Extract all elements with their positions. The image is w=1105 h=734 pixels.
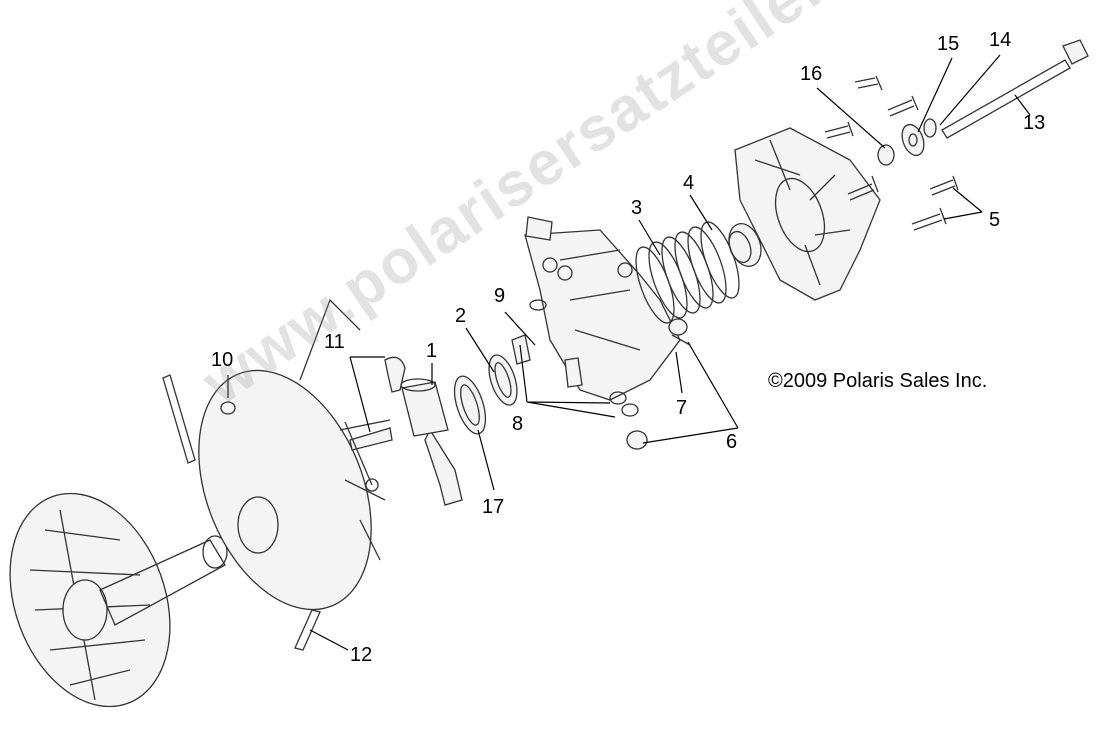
clutch-cover bbox=[734, 127, 881, 301]
copyright-notice: ©2009 Polaris Sales Inc. bbox=[768, 370, 988, 392]
center-bolt bbox=[941, 39, 1089, 139]
pin-top bbox=[162, 374, 196, 464]
leader-lines bbox=[227, 54, 1031, 651]
cover-bolts bbox=[824, 75, 959, 231]
washer-15 bbox=[901, 123, 925, 157]
callout-10: 10 bbox=[211, 349, 234, 371]
spacer-16 bbox=[877, 144, 895, 166]
ring-2 bbox=[488, 354, 518, 406]
callout-13: 13 bbox=[1023, 112, 1046, 134]
callout-6: 6 bbox=[726, 431, 738, 453]
callout-15: 15 bbox=[937, 33, 960, 55]
callout-12: 12 bbox=[350, 644, 373, 666]
callout-9: 9 bbox=[494, 285, 506, 307]
callout-8: 8 bbox=[512, 413, 524, 435]
callout-16: 16 bbox=[800, 63, 823, 85]
bushing bbox=[400, 378, 449, 437]
pin-bottom bbox=[294, 609, 321, 651]
spring bbox=[635, 221, 740, 324]
spider-assembly bbox=[511, 216, 691, 450]
moveable-sheave bbox=[198, 298, 391, 611]
callout-4: 4 bbox=[683, 172, 695, 194]
shift-weights bbox=[344, 356, 463, 506]
callout-2: 2 bbox=[455, 305, 467, 327]
callout-3: 3 bbox=[631, 197, 643, 219]
ring-17 bbox=[453, 375, 487, 435]
nut bbox=[220, 401, 236, 415]
callout-14: 14 bbox=[989, 29, 1012, 51]
fan-sheave bbox=[9, 492, 228, 708]
callout-7: 7 bbox=[676, 397, 688, 419]
washer-14 bbox=[923, 118, 937, 138]
callout-17: 17 bbox=[482, 496, 505, 518]
callout-11: 11 bbox=[324, 331, 345, 353]
callout-5: 5 bbox=[989, 209, 1001, 231]
callout-1: 1 bbox=[426, 340, 438, 362]
